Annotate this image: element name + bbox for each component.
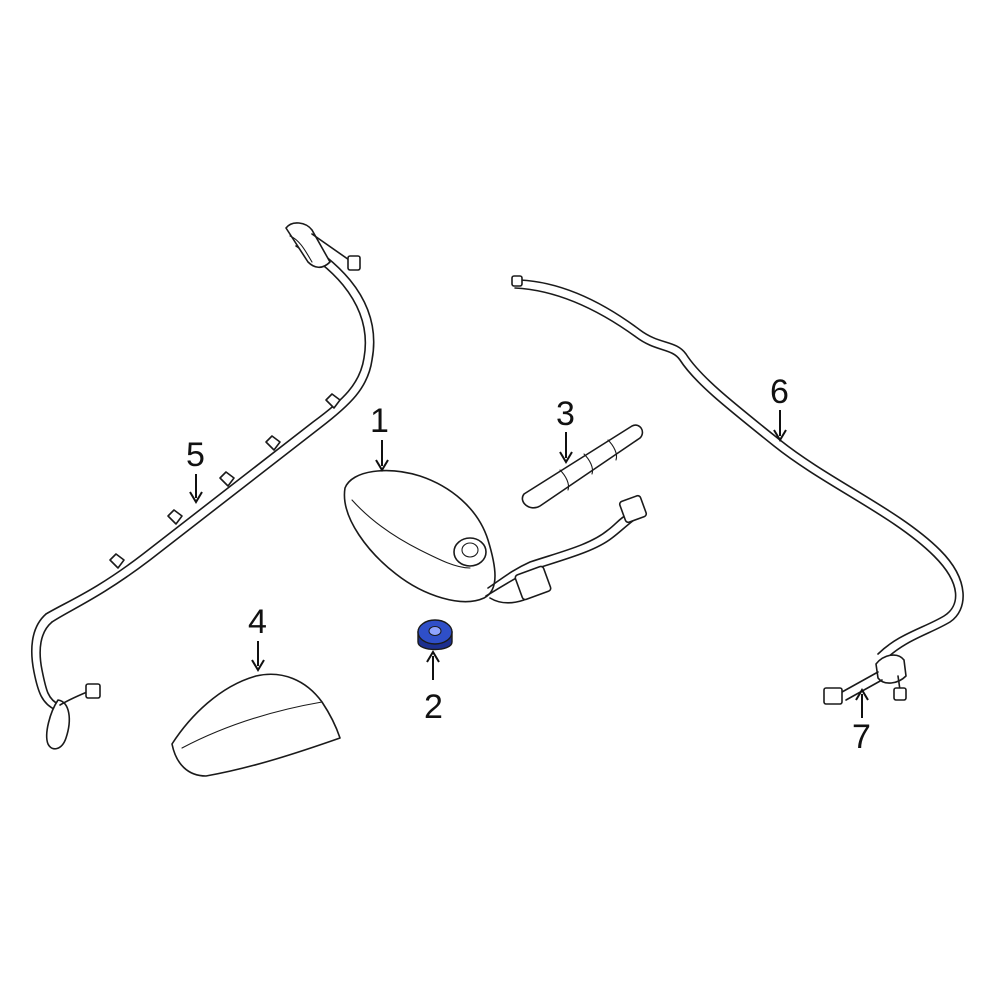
part-7-connector-cable[interactable] — [823, 654, 907, 705]
part-3-tape[interactable] — [521, 424, 644, 509]
part-5-wire-harness[interactable] — [30, 222, 375, 750]
callout-1: 1 — [370, 402, 389, 472]
svg-text:1: 1 — [370, 402, 389, 440]
callout-7: 7 — [852, 688, 871, 756]
callout-2: 2 — [424, 650, 443, 726]
svg-text:4: 4 — [248, 603, 267, 641]
svg-text:7: 7 — [852, 718, 871, 756]
svg-text:2: 2 — [424, 688, 443, 726]
svg-text:6: 6 — [770, 373, 789, 411]
part-4-antenna-cover[interactable] — [171, 673, 341, 777]
svg-text:5: 5 — [186, 436, 205, 474]
part-1-antenna-assembly[interactable] — [343, 469, 648, 604]
part-2-grommet[interactable] — [417, 619, 453, 651]
callout-4: 4 — [248, 603, 267, 672]
harness-clips — [109, 393, 341, 569]
callout-6: 6 — [770, 373, 789, 442]
svg-text:3: 3 — [556, 395, 575, 433]
callout-3: 3 — [556, 395, 575, 464]
callout-5: 5 — [186, 436, 205, 504]
